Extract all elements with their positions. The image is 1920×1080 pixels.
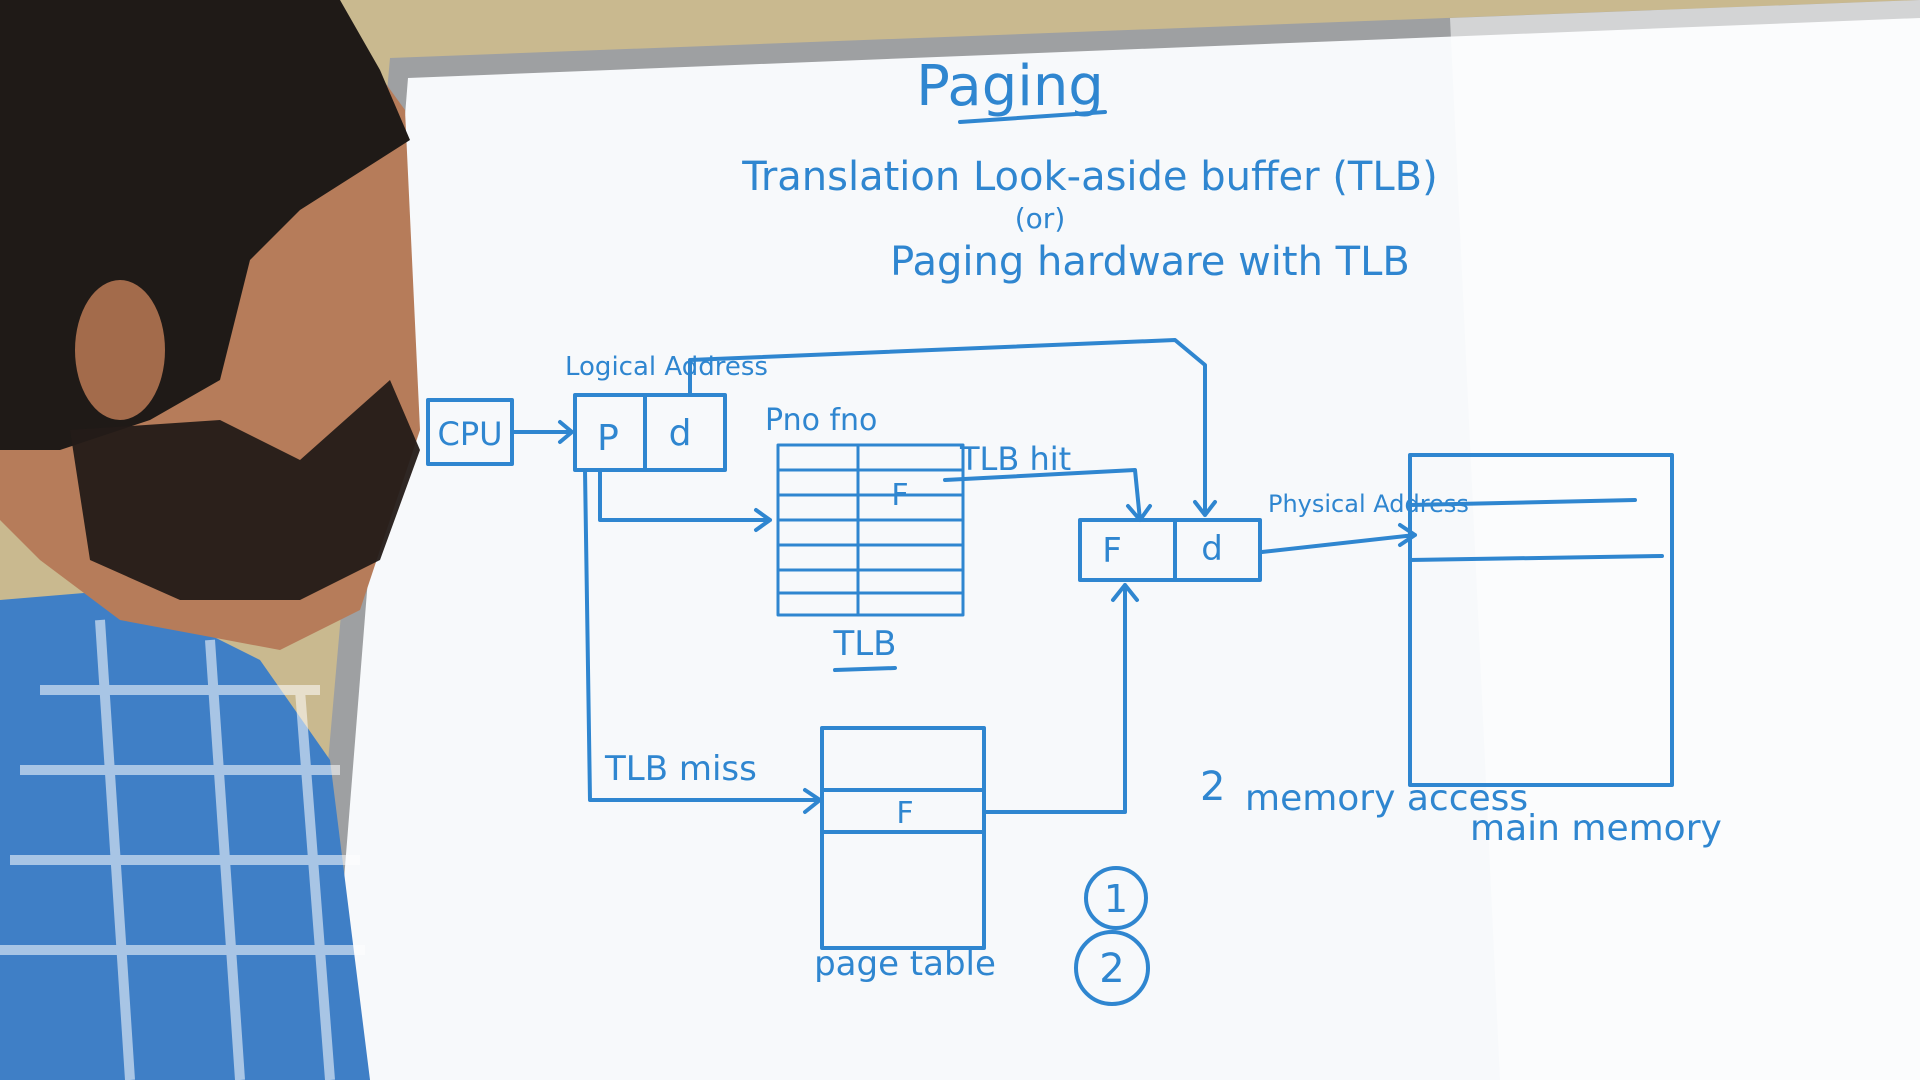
step-two-circle	[1074, 930, 1150, 1006]
presenter-beard	[70, 380, 420, 600]
page-table	[820, 726, 986, 950]
offset-cell: d	[669, 413, 692, 454]
physical-address-box	[1078, 518, 1262, 582]
tlb-header: Pno fno	[765, 403, 877, 438]
offset-to-physical-arrow	[688, 338, 1217, 517]
board-title: Paging	[916, 54, 1104, 119]
presenter-ear	[75, 280, 165, 420]
presenter-shirt	[0, 590, 370, 1080]
tlb-table	[776, 443, 965, 617]
page-to-tlb-arrow	[598, 468, 772, 532]
physical-to-memory-arrow	[1260, 523, 1417, 554]
cpu-label: CPU	[437, 415, 502, 453]
page-number-cell: P	[597, 418, 619, 459]
page-table-label: page table	[814, 944, 996, 984]
memory-access-count: 2	[1200, 764, 1225, 810]
board-glare	[1450, 0, 1920, 1080]
logical-address-box	[573, 393, 727, 472]
page-table-to-physical-arrow	[982, 583, 1139, 814]
tlb-miss-label: TLB miss	[604, 749, 757, 789]
cpu-arrow	[510, 420, 574, 444]
physical-frame-cell: F	[1102, 531, 1122, 571]
presenter	[0, 0, 420, 1080]
page-table-frame-entry: F	[896, 796, 913, 831]
main-memory-box	[1408, 453, 1674, 787]
step-two: 2	[1099, 946, 1124, 992]
title-underline	[958, 110, 1107, 124]
tlb-label: TLB	[832, 624, 896, 664]
board-subtitle-line1: Translation Look-aside buffer (TLB)	[741, 154, 1437, 200]
board-subtitle-line2: Paging hardware with TLB	[890, 239, 1410, 285]
step-one: 1	[1104, 877, 1128, 921]
tlb-hit-label: TLB hit	[959, 440, 1071, 478]
step-one-circle	[1084, 866, 1148, 930]
physical-offset-cell: d	[1201, 529, 1223, 569]
tlb-frame-entry: F	[891, 478, 908, 513]
board-subtitle-or: (or)	[1015, 202, 1066, 235]
memory-access-label: memory access	[1245, 778, 1528, 819]
main-memory-label: main memory	[1470, 808, 1722, 849]
